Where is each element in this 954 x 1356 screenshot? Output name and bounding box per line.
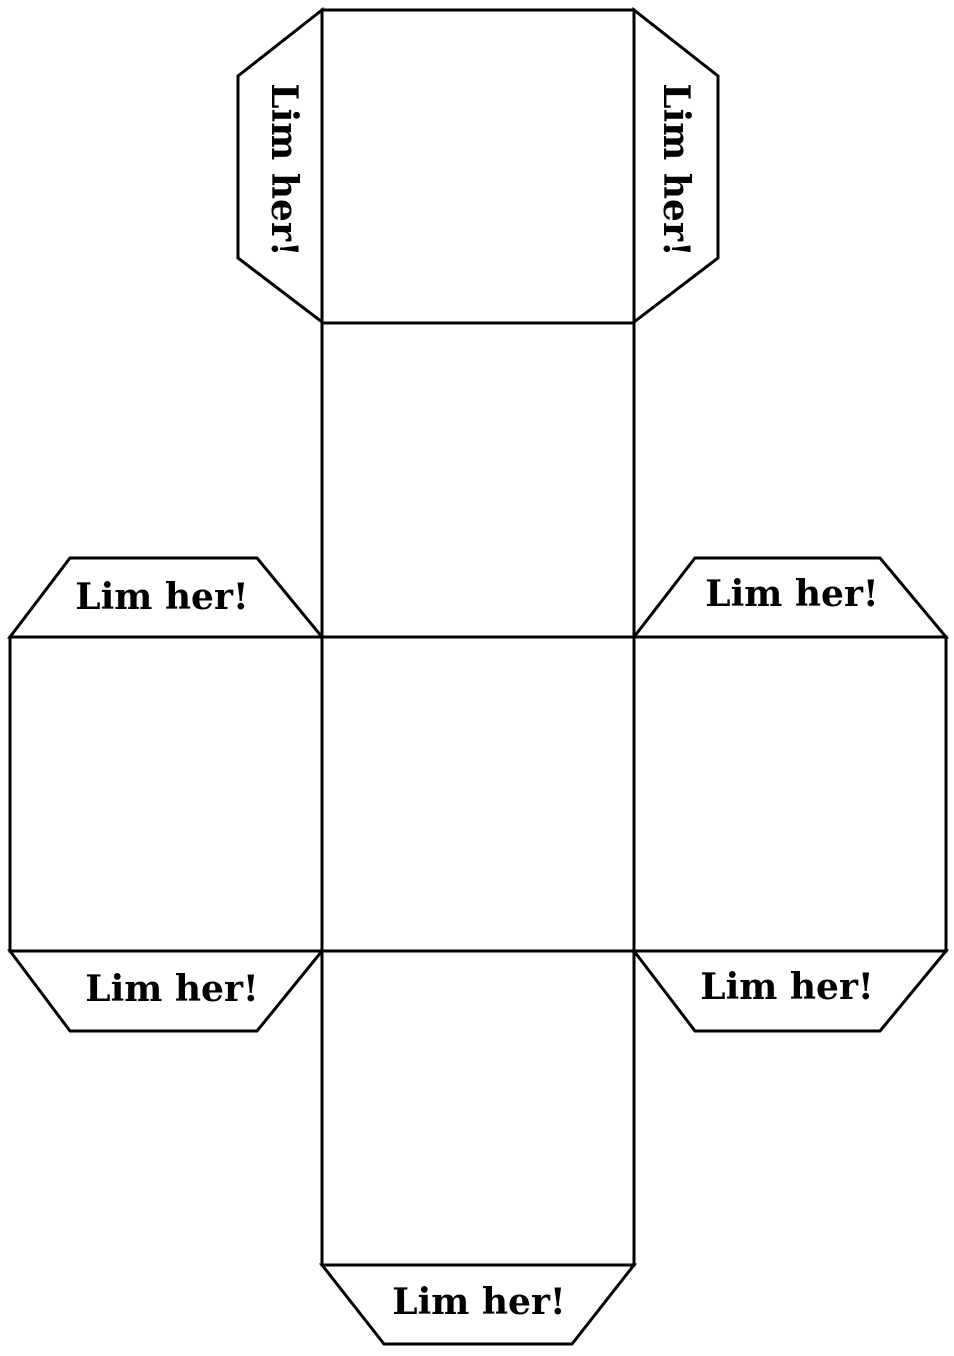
flap-label-top-left: Lim her! [263, 83, 305, 256]
face-bottom [320, 949, 636, 1267]
flap-label-left-bottom: Lim her! [85, 968, 258, 1010]
flap-label-right-bottom: Lim her! [700, 966, 873, 1008]
flap-label-right-top: Lim her! [705, 573, 878, 615]
face-right [632, 635, 948, 953]
face-left [8, 635, 324, 953]
face-upper-middle [320, 321, 636, 639]
face-center [320, 635, 636, 953]
flap-label-left-top: Lim her! [75, 576, 248, 618]
flap-label-bottom: Lim her! [392, 1281, 565, 1323]
flap-label-top-right: Lim her! [655, 83, 697, 256]
face-top [320, 8, 636, 325]
